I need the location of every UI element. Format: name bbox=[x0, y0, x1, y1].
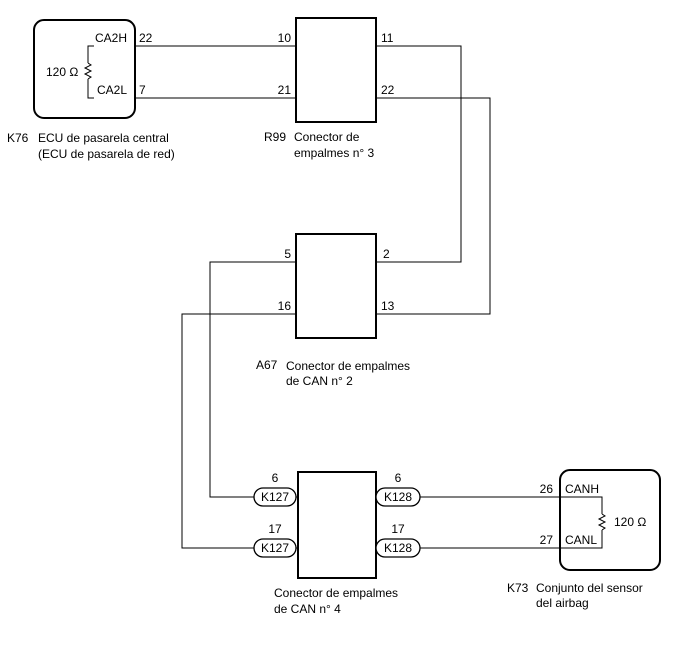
k76-gateway-ecu: 120 Ω CA2H CA2L 22 7 K76 ECU de pasarela… bbox=[7, 19, 175, 161]
k76-resistor-icon bbox=[83, 62, 93, 80]
k76-name-line1: ECU de pasarela central bbox=[38, 131, 169, 145]
wire-r99-a67-canh bbox=[376, 45, 462, 263]
a67-code: A67 bbox=[256, 358, 278, 372]
can4-body bbox=[297, 471, 377, 579]
plug-k127-canl bbox=[253, 538, 297, 558]
k76-pin-canh-number: 22 bbox=[139, 31, 153, 45]
k73-name-line2: del airbag bbox=[536, 596, 589, 610]
wires bbox=[135, 45, 560, 549]
plug-k128-canl-label: K128 bbox=[384, 541, 412, 555]
r99-pin-21: 21 bbox=[278, 83, 292, 97]
plug-k127-canl-label: K127 bbox=[261, 541, 289, 555]
k73-resistor-value: 120 Ω bbox=[614, 515, 646, 529]
can4-name-line1: Conector de empalmes bbox=[274, 586, 398, 600]
k76-code: K76 bbox=[7, 131, 29, 145]
a67-can-junction-connector: 5 16 2 13 A67 Conector de empalmes de CA… bbox=[256, 233, 410, 388]
r99-name-line2: empalmes n° 3 bbox=[294, 146, 374, 160]
plug-k128-canl bbox=[375, 538, 421, 558]
r99-name-line1: Conector de bbox=[294, 130, 360, 144]
plug-k127-canh-label: K127 bbox=[261, 490, 289, 504]
plug-k128-canh-label: K128 bbox=[384, 490, 412, 504]
a67-pin-16: 16 bbox=[278, 299, 292, 313]
wire-a67-can4-canl bbox=[181, 313, 296, 549]
a67-name-line2: de CAN n° 2 bbox=[286, 374, 353, 388]
a67-body bbox=[295, 233, 377, 339]
plug-k128-canh bbox=[375, 487, 421, 507]
can4-pin-right-17: 17 bbox=[391, 522, 405, 536]
k73-resistor-icon bbox=[597, 513, 607, 531]
k73-code: K73 bbox=[507, 581, 529, 595]
k73-pin-canl-number: 27 bbox=[540, 533, 554, 547]
r99-pin-10: 10 bbox=[278, 31, 292, 45]
can4-junction-connector: K127 K127 K128 K128 6 6 17 17 Conector d… bbox=[253, 471, 421, 616]
k73-body bbox=[559, 469, 661, 571]
k73-pin-canh-label: CANH bbox=[565, 482, 599, 496]
can4-pin-left-6: 6 bbox=[272, 471, 279, 485]
r99-body bbox=[295, 17, 377, 123]
a67-pin-13: 13 bbox=[381, 299, 395, 313]
wire-r99-a67-canl bbox=[376, 97, 491, 315]
can4-name-line2: de CAN n° 4 bbox=[274, 602, 341, 616]
k73-name-line1: Conjunto del sensor bbox=[536, 581, 643, 595]
can4-pin-left-17: 17 bbox=[268, 522, 282, 536]
a67-name-line1: Conector de empalmes bbox=[286, 359, 410, 373]
r99-code: R99 bbox=[264, 130, 286, 144]
k76-body bbox=[33, 19, 136, 119]
k73-pin-canl-label: CANL bbox=[565, 533, 597, 547]
k76-pin-canl-label: CA2L bbox=[97, 83, 127, 97]
a67-pin-5: 5 bbox=[284, 247, 291, 261]
k76-pin-canl-number: 7 bbox=[139, 83, 146, 97]
wire-a67-can4-canh bbox=[209, 261, 296, 498]
r99-pin-11: 11 bbox=[381, 31, 394, 45]
k76-pin-canh-label: CA2H bbox=[95, 31, 127, 45]
can4-pin-right-6: 6 bbox=[395, 471, 402, 485]
k76-name-line2: (ECU de pasarela de red) bbox=[38, 147, 175, 161]
plug-k127-canh bbox=[253, 487, 297, 507]
k73-pin-canh-number: 26 bbox=[540, 482, 554, 496]
k73-airbag-sensor: 120 Ω CANH CANL 26 27 K73 Conjunto del s… bbox=[507, 469, 661, 610]
r99-junction-connector: 10 21 11 22 R99 Conector de empalmes n° … bbox=[264, 17, 395, 160]
a67-pin-2: 2 bbox=[383, 247, 390, 261]
k76-resistor-value: 120 Ω bbox=[46, 65, 78, 79]
r99-pin-22: 22 bbox=[381, 83, 395, 97]
